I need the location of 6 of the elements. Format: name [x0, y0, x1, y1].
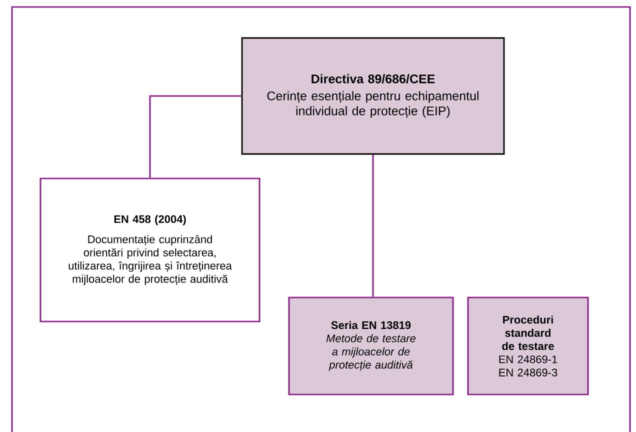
directive-box: Directiva 89/686/CEE Cerințe esențiale pentru echipamentul individual de protecție (EIP) [241, 37, 505, 155]
connector-line [149, 95, 242, 178]
standard-box: EN 458 (2004) Documentație cuprinzând orientări privind selectarea, utilizarea, îngrijirea și întreținerea mijloacelor de protecție auditivă [40, 178, 260, 322]
standard-box: Seria EN 13819 Metode de testare a mijloacelor de protecție auditivă [288, 296, 454, 396]
connector-line [372, 154, 374, 297]
standard-box: Proceduri standard de testare EN 24869-1 EN 24869-3 [467, 296, 589, 396]
